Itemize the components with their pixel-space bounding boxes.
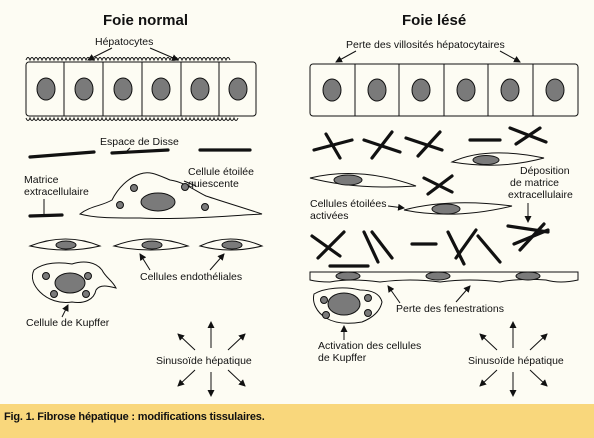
label-espace-disse: Espace de Disse	[100, 136, 179, 148]
kupffer-arrow	[61, 304, 69, 318]
label-etoilee-1: Cellule étoilée	[188, 166, 254, 178]
label-actives-2: activées	[310, 210, 349, 222]
left-title: Foie normal	[103, 12, 188, 29]
actives-arrow	[387, 203, 405, 211]
matrice-fiber	[28, 199, 64, 218]
kupffer-cell-activated	[313, 287, 383, 324]
endothelium-injured	[309, 271, 579, 283]
endotheliales-arrows	[139, 253, 225, 271]
label-activation-2: de Kupffer	[318, 352, 367, 364]
sinusoid-arrows-right	[479, 321, 548, 397]
villosites-arrows	[335, 50, 521, 63]
label-kupffer: Cellule de Kupffer	[26, 317, 110, 329]
label-actives-1: Cellules étoilées	[310, 198, 386, 210]
diagram-svg: Foie normal Hépatocytes Espace de Disse	[24, 12, 579, 397]
stellate-cells-activated	[309, 152, 545, 215]
label-depo-1: Déposition	[520, 165, 570, 177]
label-endotheliales: Cellules endothéliales	[140, 271, 242, 283]
label-etoilee-2: quiescente	[188, 178, 239, 190]
sinusoid-arrows-left	[177, 321, 246, 397]
label-fenestrations: Perte des fenestrations	[396, 303, 504, 315]
figure-caption: Fig. 1. Fibrose hépatique : modification…	[4, 411, 265, 423]
hepatocyte-row-injured	[309, 63, 579, 117]
stellate-cell-quiescent	[78, 172, 263, 220]
disse-lines	[28, 147, 252, 159]
hepatocyte-row-normal	[25, 57, 257, 121]
label-hepatocytes: Hépatocytes	[95, 36, 153, 48]
right-title: Foie lésé	[402, 12, 466, 29]
label-depo-3: extracellulaire	[508, 189, 573, 201]
label-villosites: Perte des villosités hépatocytaires	[346, 39, 505, 51]
label-depo-2: de matrice	[510, 177, 559, 189]
endothelial-cells-normal	[28, 238, 264, 251]
kupffer-cell-normal	[31, 261, 117, 303]
collagen-fibers	[310, 126, 550, 268]
label-activation-1: Activation des cellules	[318, 340, 421, 352]
label-matrice-1: Matrice	[24, 174, 59, 186]
label-matrice-2: extracellulaire	[24, 186, 89, 198]
label-sinusoide-left: Sinusoïde hépatique	[156, 355, 252, 367]
fenestrations-arrows	[387, 285, 471, 304]
label-sinusoide-right: Sinusoïde hépatique	[468, 355, 564, 367]
